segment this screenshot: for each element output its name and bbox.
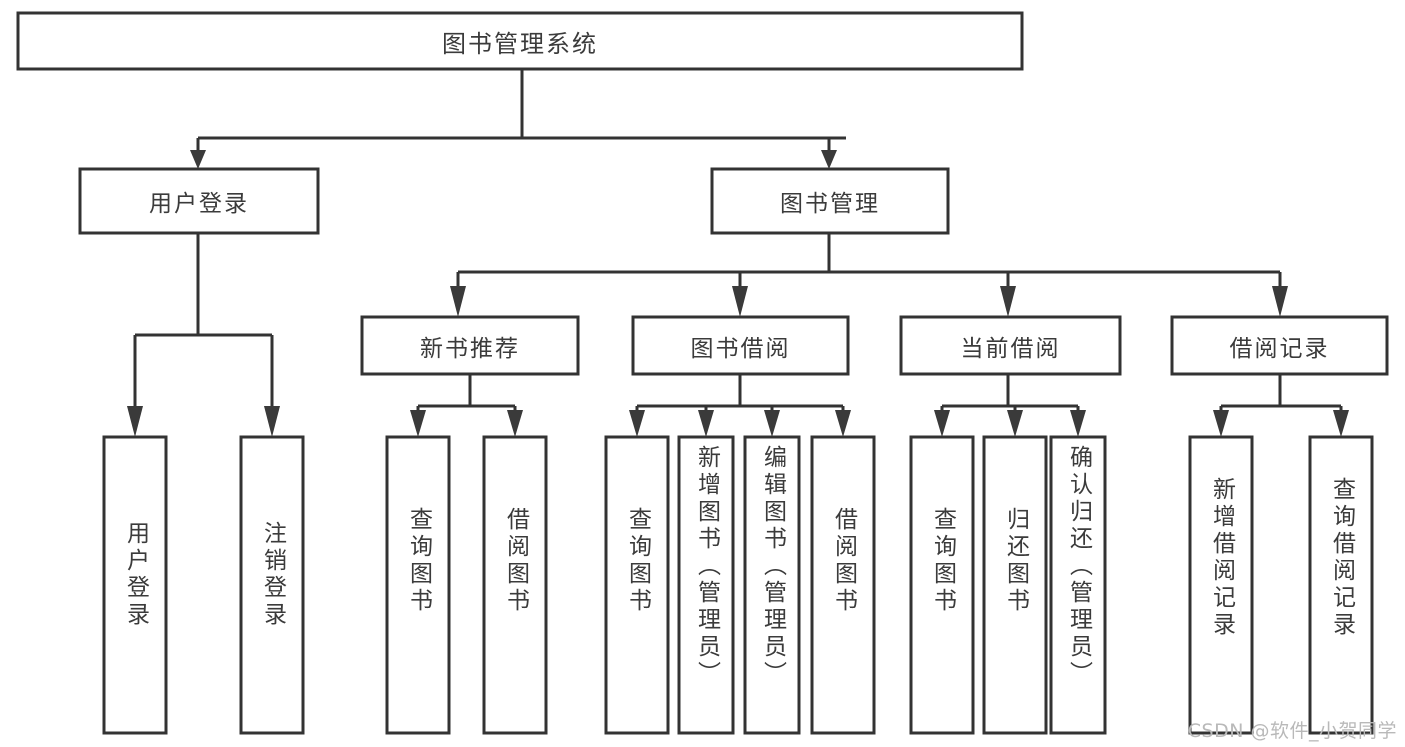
- node-box-new-book-rec[interactable]: [360, 315, 580, 376]
- arrow-head-book-manage: [821, 150, 837, 169]
- arrow-head-leaf-borrow-borrow-book: [835, 410, 851, 437]
- node-box-borrow-record[interactable]: [1170, 315, 1389, 376]
- arrow-head-leaf-borrow-query-book: [629, 410, 645, 437]
- edge-new-book-rec-to-leaves: [410, 374, 523, 437]
- edge-book-borrow-to-leaves: [629, 374, 851, 437]
- arrow-head-borrow-record: [1272, 286, 1288, 317]
- arrow-head-leaf-cur-query-book: [934, 410, 950, 437]
- arrow-head-new-book-rec: [450, 286, 466, 317]
- arrow-head-leaf-cur-confirm-return: [1070, 410, 1086, 437]
- node-box-leaf-cur-return-book[interactable]: [982, 435, 1048, 735]
- node-box-leaf-rec-query-record[interactable]: [1308, 435, 1374, 735]
- node-box-leaf-cur-query-book[interactable]: [909, 435, 975, 735]
- arrow-head-leaf-cur-return-book: [1007, 410, 1023, 437]
- arrow-head-leaf-rec-query-book: [410, 410, 426, 437]
- arrow-head-leaf-borrow-add-book: [698, 410, 714, 437]
- edge-user-login-to-leaves: [127, 233, 280, 437]
- node-box-book-borrow[interactable]: [631, 315, 850, 376]
- arrow-head-leaf-rec-borrow-book: [507, 410, 523, 437]
- node-box-current-borrow[interactable]: [899, 315, 1122, 376]
- arrow-head-leaf-rec-query-record: [1333, 410, 1349, 437]
- edge-current-borrow-to-leaves: [934, 374, 1086, 437]
- node-box-leaf-rec-borrow-book[interactable]: [482, 435, 548, 735]
- node-box-book-manage[interactable]: [710, 167, 950, 235]
- node-box-leaf-borrow-borrow-book[interactable]: [810, 435, 876, 735]
- node-box-leaf-rec-add-record[interactable]: [1188, 435, 1254, 735]
- node-box-leaf-user-logout[interactable]: [239, 435, 305, 735]
- arrow-head-leaf-user-logout: [264, 406, 280, 437]
- node-box-leaf-borrow-query-book[interactable]: [604, 435, 670, 735]
- node-box-leaf-rec-query-book[interactable]: [385, 435, 451, 735]
- arrow-head-leaf-rec-add-record: [1213, 410, 1229, 437]
- node-box-root[interactable]: [16, 11, 1024, 71]
- arrow-head-current-borrow: [1000, 286, 1016, 317]
- edge-book-manage-to-level3: [450, 233, 1288, 317]
- node-box-leaf-cur-confirm-return[interactable]: [1049, 435, 1107, 735]
- node-box-leaf-borrow-add-book[interactable]: [677, 435, 735, 735]
- arrow-head-leaf-user-login: [127, 406, 143, 437]
- edge-borrow-record-to-leaves: [1213, 374, 1349, 437]
- arrow-head-user-login: [190, 150, 206, 169]
- arrow-head-leaf-borrow-edit-book: [764, 410, 780, 437]
- node-box-user-login[interactable]: [78, 167, 320, 235]
- edge-root-to-level2: [190, 69, 846, 169]
- node-box-leaf-user-login[interactable]: [102, 435, 168, 735]
- node-box-leaf-borrow-edit-book[interactable]: [743, 435, 801, 735]
- arrow-head-book-borrow: [732, 286, 748, 317]
